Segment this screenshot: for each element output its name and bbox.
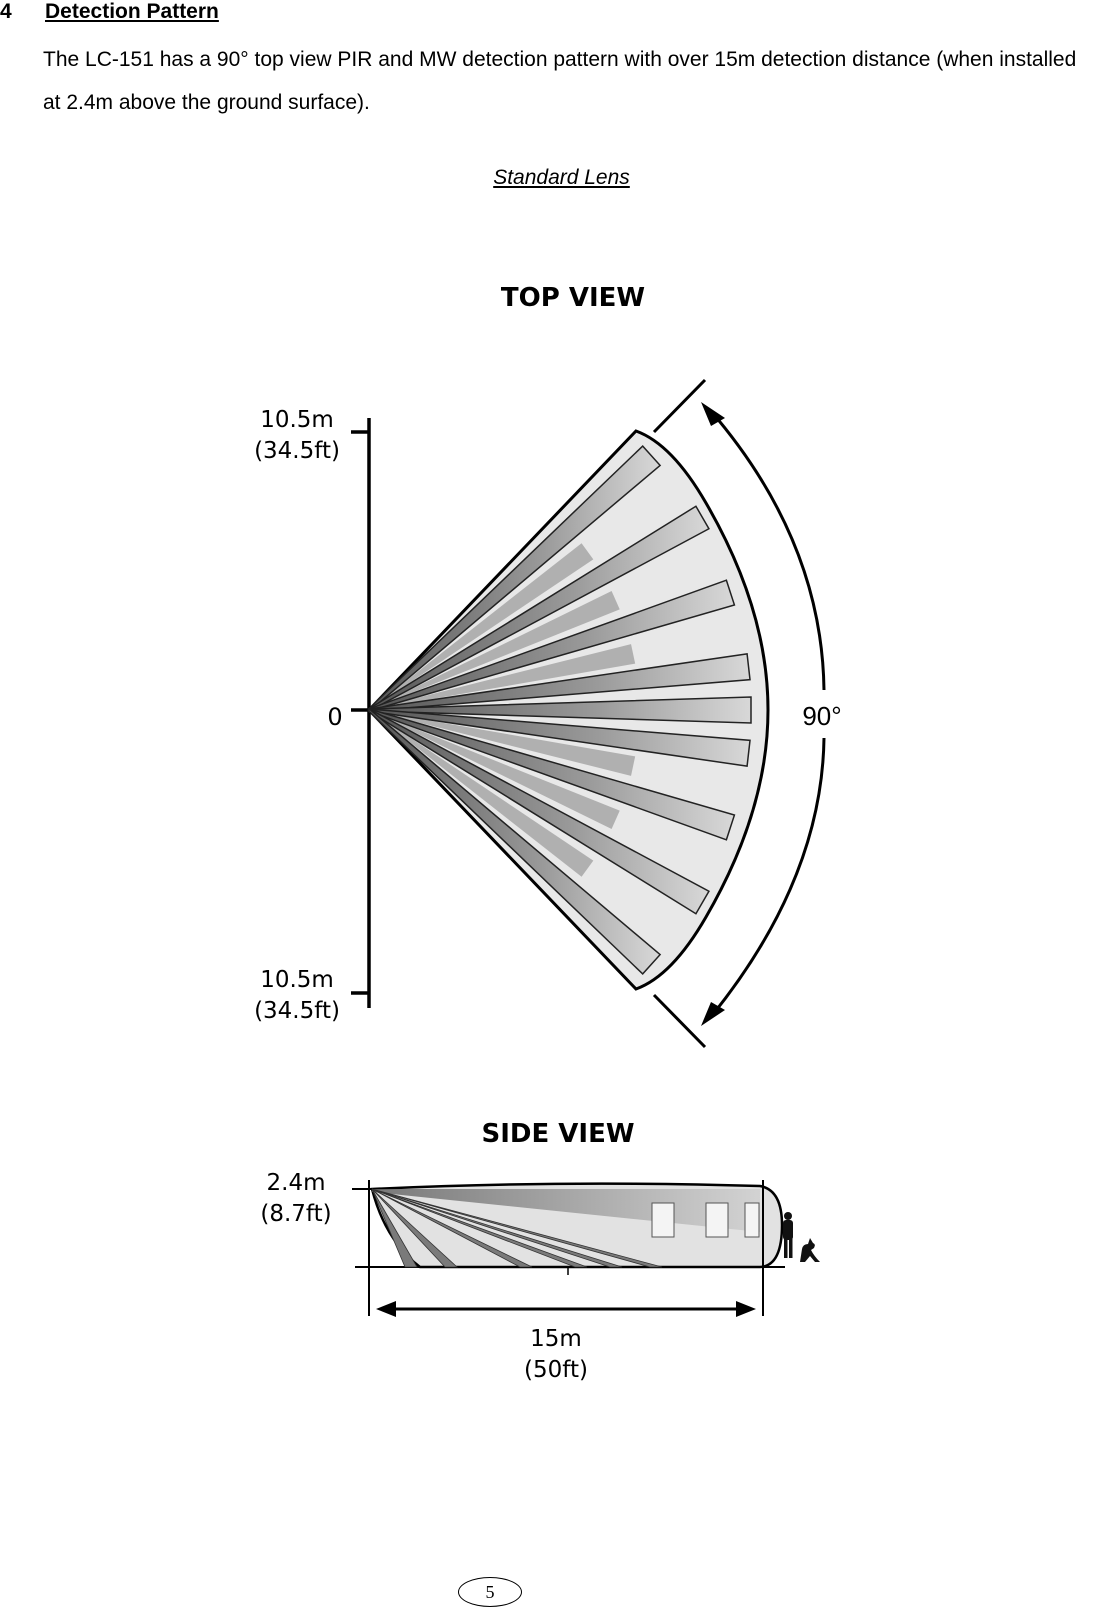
top-distance-ft: (34.5ft) — [254, 438, 340, 464]
short-range-beam — [369, 710, 620, 829]
side-ground-beam — [371, 1188, 623, 1268]
top-view-diagram: TOP VIEW 10.5m (34.5ft) 0 10.5m (34.5ft)… — [254, 283, 842, 1049]
side-ground-beam — [371, 1188, 588, 1268]
side-ground-beam — [371, 1188, 459, 1268]
side-height-ft: (8.7ft) — [260, 1201, 331, 1227]
short-range-beam — [369, 591, 620, 710]
angle-label: 90° — [802, 701, 841, 731]
side-view-title: SIDE VIEW — [481, 1119, 634, 1149]
dimension-arrow-left — [376, 1301, 396, 1317]
long-range-beam — [367, 708, 662, 976]
side-zone-bars — [651, 1202, 760, 1238]
lens-caption-text: Standard Lens — [493, 166, 630, 189]
short-range-beam — [369, 543, 594, 710]
side-detection-beams — [371, 1188, 663, 1268]
lens-caption: Standard Lens — [0, 166, 1097, 190]
arc-boundary-bottom — [652, 993, 707, 1049]
top-distance-m: 10.5m — [260, 407, 334, 433]
dog-icon — [800, 1238, 820, 1262]
arc-boundary-top — [652, 378, 707, 434]
person-icon — [783, 1212, 793, 1258]
side-view-diagram: SIDE VIEW 2.4m (8.7ft) — [260, 1119, 820, 1383]
top-detection-beams — [367, 444, 752, 976]
side-ground-beam — [371, 1188, 418, 1268]
arc-arrowhead-bottom — [701, 1002, 725, 1026]
side-ground-beam — [371, 1188, 663, 1268]
angle-arc — [708, 409, 826, 1019]
side-ground-beam — [371, 1188, 533, 1268]
short-range-beam — [369, 644, 636, 710]
arc-arrowhead-top — [701, 402, 725, 426]
page-number: 5 — [458, 1577, 522, 1607]
section-title: Detection Pattern — [45, 0, 219, 23]
bottom-distance-m: 10.5m — [260, 967, 334, 993]
short-range-beam — [369, 710, 636, 776]
top-view-title: TOP VIEW — [501, 283, 645, 313]
bottom-distance-ft: (34.5ft) — [254, 998, 340, 1024]
side-height-m: 2.4m — [267, 1170, 326, 1196]
section-number: 4 — [0, 0, 12, 23]
origin-label: 0 — [327, 703, 342, 731]
dimension-arrow-right — [736, 1301, 756, 1317]
range-ft: (50ft) — [524, 1357, 588, 1383]
short-range-beam — [369, 710, 594, 877]
range-m: 15m — [530, 1326, 582, 1352]
section-paragraph: The LC-151 has a 90° top view PIR and MW… — [43, 48, 1077, 114]
